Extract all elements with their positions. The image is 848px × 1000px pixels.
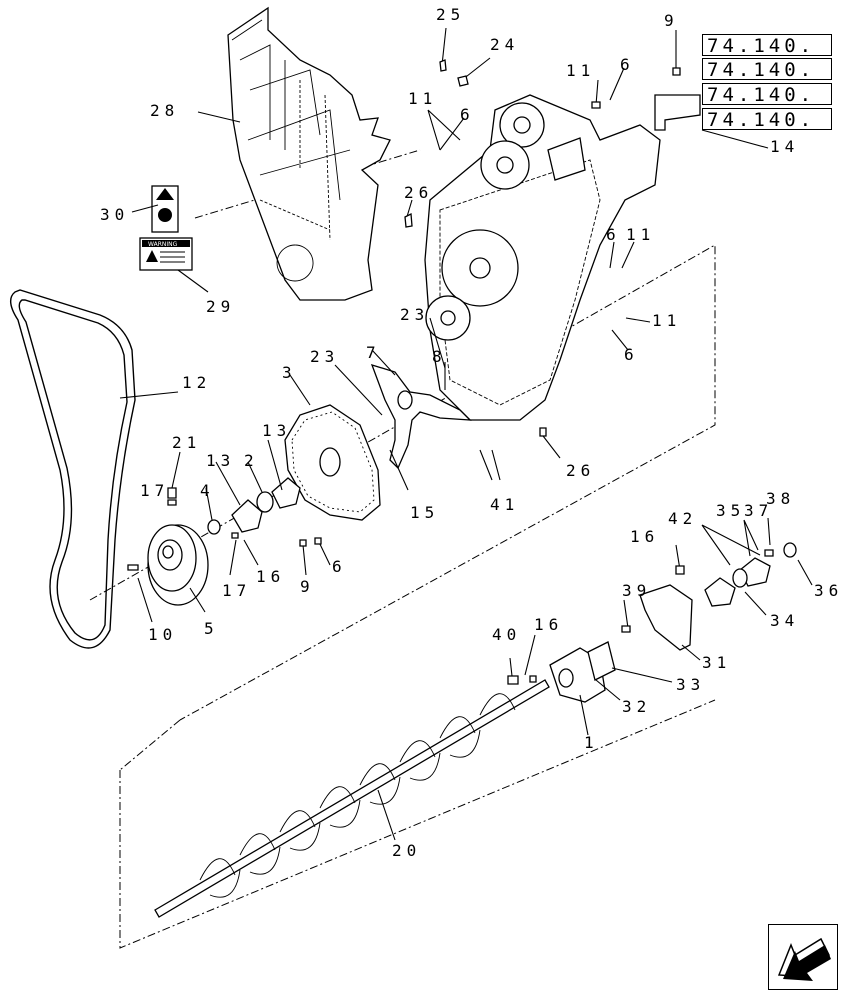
fasteners <box>127 59 774 685</box>
reference-box-3[interactable]: 74.140. <box>702 83 832 105</box>
callout-17: 17 <box>222 581 251 600</box>
callout-39: 39 <box>622 581 651 600</box>
callout-11: 11 <box>652 311 681 330</box>
next-page-arrow-icon[interactable] <box>768 924 838 990</box>
callout-9: 9 <box>664 11 679 30</box>
reference-box-1[interactable]: 74.140. <box>702 34 832 56</box>
callout-37: 37 <box>744 501 773 520</box>
callout-23: 23 <box>400 305 429 324</box>
callout-9: 9 <box>300 577 315 596</box>
plate-part-33 <box>587 641 616 681</box>
decal-part-30 <box>151 185 179 233</box>
callout-16: 16 <box>256 567 285 586</box>
callout-6: 6 <box>606 225 621 244</box>
callout-3: 3 <box>282 363 297 382</box>
bracket-part-14 <box>654 94 701 131</box>
callout-13: 13 <box>262 421 291 440</box>
reference-box-2[interactable]: 74.140. <box>702 58 832 80</box>
flange-part-35 <box>704 577 736 607</box>
callout-26: 26 <box>566 461 595 480</box>
callout-31: 31 <box>702 653 731 672</box>
callout-13: 13 <box>206 451 235 470</box>
callout-1: 1 <box>584 733 599 752</box>
callout-7: 7 <box>366 343 381 362</box>
callout-4: 4 <box>200 481 215 500</box>
flange-part-13b <box>271 477 301 509</box>
callout-11: 11 <box>626 225 655 244</box>
collar-part-36 <box>783 542 797 558</box>
callout-15: 15 <box>410 503 439 522</box>
callout-12: 12 <box>182 373 211 392</box>
callout-16: 16 <box>534 615 563 634</box>
callout-40: 40 <box>492 625 521 644</box>
callout-38: 38 <box>766 489 795 508</box>
belt-part-12 <box>10 289 136 649</box>
decal-warning-text: WARNING <box>148 241 178 248</box>
pulley-part-5 <box>147 524 209 606</box>
callout-24: 24 <box>490 35 519 54</box>
callout-8: 8 <box>432 347 447 366</box>
callout-42: 42 <box>668 509 697 528</box>
bearing-part-2 <box>256 491 274 513</box>
decal-part-29: WARNING <box>139 237 193 271</box>
callout-11: 11 <box>408 89 437 108</box>
callout-23: 23 <box>310 347 339 366</box>
collar-part-4 <box>207 519 221 535</box>
arrow-icon <box>777 937 831 981</box>
callout-25: 25 <box>436 5 465 24</box>
callout-5: 5 <box>204 619 219 638</box>
plate-part-3 <box>284 404 381 521</box>
leader-lines <box>119 27 813 841</box>
callout-20: 20 <box>392 841 421 860</box>
callout-14: 14 <box>770 137 799 156</box>
bearing-part-34 <box>732 568 748 588</box>
callout-30: 30 <box>100 205 129 224</box>
fan-part-7 <box>370 363 472 470</box>
callout-6: 6 <box>624 345 639 364</box>
callout-6: 6 <box>332 557 347 576</box>
callout-35: 35 <box>716 501 745 520</box>
callout-11: 11 <box>566 61 595 80</box>
auger-part-20 <box>154 679 550 918</box>
callout-29: 29 <box>206 297 235 316</box>
callout-2: 2 <box>244 451 259 470</box>
gearbox-housing <box>424 94 661 421</box>
callout-28: 28 <box>150 101 179 120</box>
callout-17: 17 <box>140 481 169 500</box>
callout-32: 32 <box>622 697 651 716</box>
callout-33: 33 <box>676 675 705 694</box>
callout-16: 16 <box>630 527 659 546</box>
flange-part-13a <box>231 499 263 533</box>
callout-6: 6 <box>460 105 475 124</box>
callout-10: 10 <box>148 625 177 644</box>
callout-41: 41 <box>490 495 519 514</box>
callout-36: 36 <box>814 581 843 600</box>
reference-box-4[interactable]: 74.140. <box>702 108 832 130</box>
callout-26: 26 <box>404 183 433 202</box>
callout-21: 21 <box>172 433 201 452</box>
shield-part-28 <box>227 6 391 301</box>
callout-6: 6 <box>620 55 635 74</box>
callout-34: 34 <box>770 611 799 630</box>
